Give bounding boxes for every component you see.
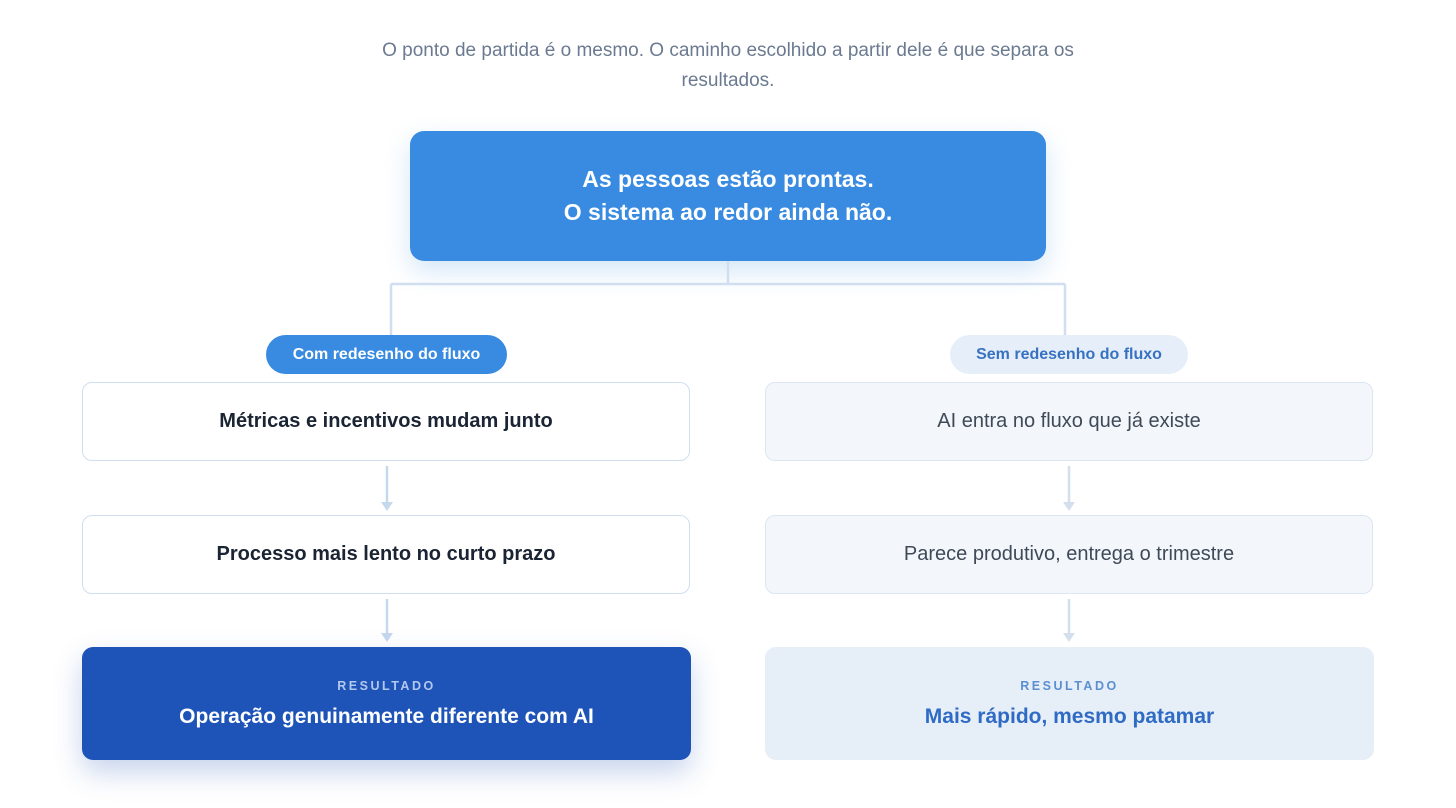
branch-connector <box>389 261 1067 335</box>
right-step-1: AI entra no fluxo que já existe <box>765 382 1373 461</box>
right-arrow-2 <box>1063 599 1075 642</box>
left-step-2: Processo mais lento no curto prazo <box>82 515 690 594</box>
right-result-text: Mais rápido, mesmo patamar <box>924 704 1215 728</box>
starting-point-line-2: O sistema ao redor ainda não. <box>563 199 893 225</box>
left-arrow-1 <box>381 466 393 511</box>
starting-point-line-1: As pessoas estão prontas. <box>582 166 874 192</box>
diagram-subtitle: O ponto de partida é o mesmo. O caminho … <box>382 40 1074 91</box>
right-arrow-1 <box>1063 466 1075 511</box>
starting-point-box: As pessoas estão prontas. O sistema ao r… <box>410 131 1046 261</box>
left-arrow-2 <box>381 599 393 642</box>
with-redesign-label: Com redesenho do fluxo <box>266 335 507 374</box>
without-redesign-label: Sem redesenho do fluxo <box>950 335 1188 374</box>
left-result-text: Operação genuinamente diferente com AI <box>179 704 594 728</box>
left-result-box: RESULTADO Operação genuinamente diferent… <box>82 647 691 760</box>
right-result-box: RESULTADO Mais rápido, mesmo patamar <box>765 647 1374 760</box>
left-result-label: RESULTADO <box>337 678 436 693</box>
right-step-2: Parece produtivo, entrega o trimestre <box>765 515 1373 594</box>
left-step-1: Métricas e incentivos mudam junto <box>82 382 690 461</box>
right-result-label: RESULTADO <box>1020 678 1119 693</box>
